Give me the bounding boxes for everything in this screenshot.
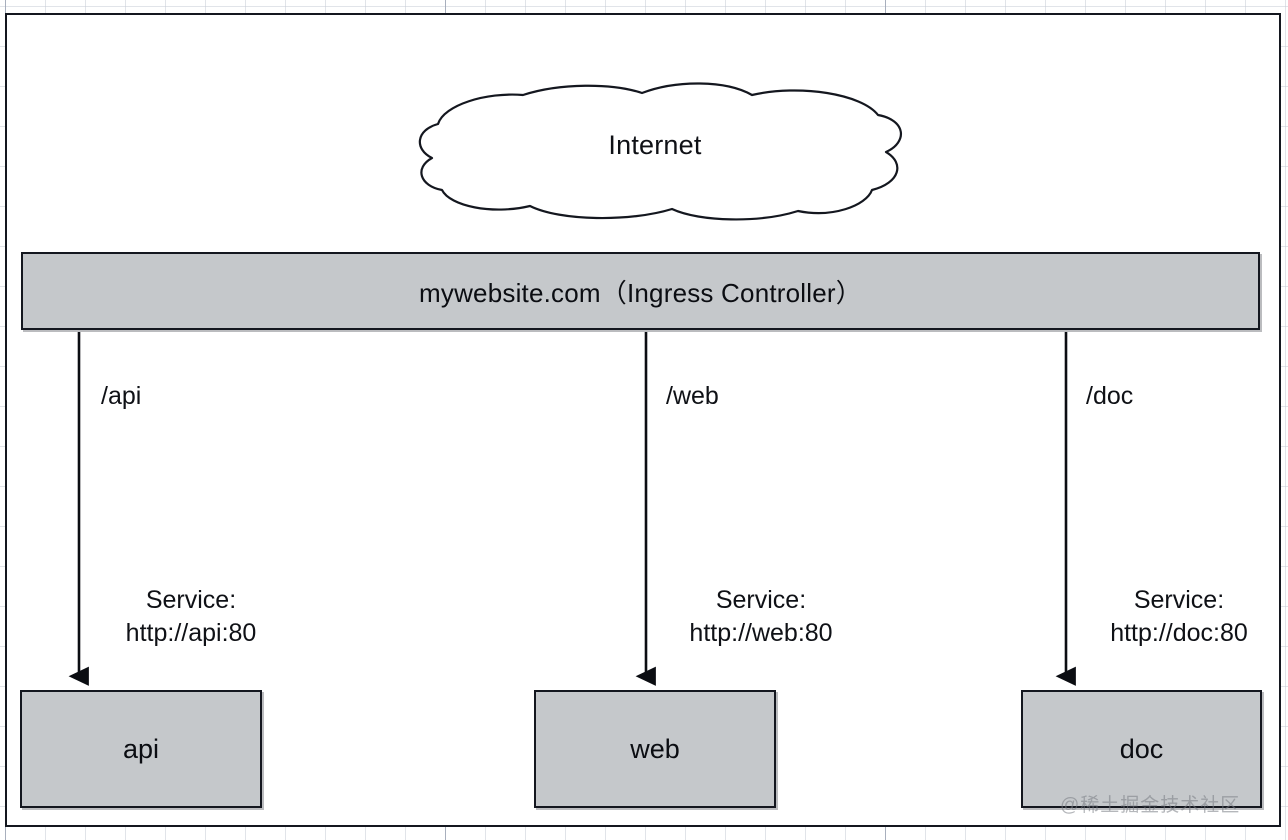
service-label-web: Service: http://web:80: [668, 584, 854, 650]
path-label-api: /api: [101, 382, 142, 410]
backend-node-doc-label: doc: [1119, 733, 1164, 764]
service-url-web: http://web:80: [689, 619, 833, 647]
backend-node-doc[interactable]: doc: [1021, 690, 1262, 808]
service-url-doc: http://doc:80: [1110, 619, 1248, 647]
ingress-controller-label: mywebsite.com（Ingress Controller）: [419, 277, 862, 308]
service-label-doc: Service: http://doc:80: [1086, 584, 1272, 650]
watermark-label: @稀土掘金技术社区: [1060, 795, 1241, 816]
backend-node-api[interactable]: api: [20, 690, 262, 808]
backend-node-web[interactable]: web: [534, 690, 776, 808]
path-label-doc: /doc: [1086, 382, 1134, 410]
path-label-web: /web: [666, 382, 719, 410]
service-heading-api: Service:: [145, 586, 237, 614]
service-heading-doc: Service:: [1133, 586, 1225, 614]
service-heading-web: Service:: [715, 586, 807, 614]
internet-cloud-label: Internet: [608, 130, 702, 160]
backend-node-web-label: web: [630, 733, 680, 764]
backend-node-api-label: api: [122, 733, 160, 764]
service-label-api: Service: http://api:80: [101, 584, 281, 650]
ingress-controller-node[interactable]: mywebsite.com（Ingress Controller）: [21, 252, 1260, 330]
service-url-api: http://api:80: [125, 619, 257, 647]
